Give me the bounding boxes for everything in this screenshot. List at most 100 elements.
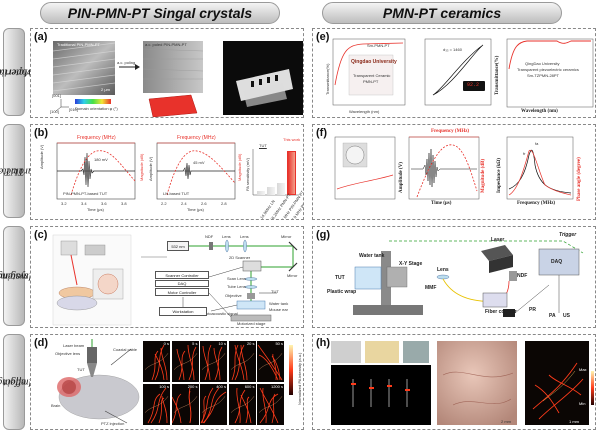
- motor-controller-box: Motor Controller: [155, 288, 209, 296]
- pa-frame: 200 s: [171, 383, 199, 425]
- axis-100: [100]: [50, 109, 59, 114]
- g-water: Water tank: [359, 253, 385, 259]
- bar-chart-ylabel: PA sensitivity (mV): [245, 157, 250, 191]
- e-ylabel: Transmittance(%): [325, 63, 330, 95]
- panel-g-label: (g): [316, 229, 331, 241]
- scanner-controller-box: Scanner Controller: [155, 271, 209, 279]
- h-scale1: 2 mm: [501, 419, 511, 424]
- scanner-label: 2D Scanner: [229, 255, 251, 260]
- g-daq: DAQ: [551, 259, 563, 265]
- e-big-xlabel: Wavelength (nm): [521, 109, 558, 114]
- chart1-tick-1: 3.4: [81, 201, 87, 206]
- d-laser-label: Laser beam: [63, 343, 85, 348]
- panel-c-label: (c): [34, 229, 48, 241]
- panel-g-figure: [353, 240, 584, 317]
- chart2-tick-2: 2.6: [201, 201, 207, 206]
- mouse-label: Mouse ear: [269, 307, 288, 312]
- left-column-header: PIN-PMN-PT Singal crystals: [40, 2, 280, 24]
- e-legend: Sm-PMN-PT: [367, 43, 390, 48]
- pa-frame: 400 s: [200, 383, 227, 425]
- panel-a-label: (a): [34, 31, 48, 43]
- panel-b: (b) Frequency (MHz) Frequency (MHz) 180 …: [30, 124, 304, 220]
- spectrum-2: [166, 150, 236, 196]
- lens1-label: Lens: [222, 234, 231, 239]
- panel-h-figure: [331, 341, 589, 425]
- panel-c-figure: [52, 234, 298, 326]
- colorbar-d: [289, 345, 293, 395]
- bar-4: [287, 151, 296, 195]
- pa-frame: 5 s: [171, 341, 199, 382]
- chart1-tick-0: 3.2: [61, 201, 67, 206]
- tube-lens-label: Tube Lens: [227, 284, 246, 289]
- panel-a: (a) Traditional PIN-: [30, 28, 304, 118]
- pa-frame-time: 50 s: [275, 341, 283, 346]
- colorbar-d-label: Normalized PA intensity (a.u.): [297, 352, 302, 405]
- pa-frame-time: 600 s: [244, 383, 255, 389]
- panel-e-figure: [332, 38, 594, 108]
- pa-frame: 20 s: [228, 341, 256, 382]
- e-big-caption1: Transparent piezoelectric ceramics: [517, 67, 579, 72]
- g-mmf: MMF: [425, 285, 437, 291]
- f-imp-label: Impedance (kΩ): [497, 158, 502, 193]
- panel-b-figure: [56, 142, 299, 200]
- d-coax-label: Coaxial cable: [113, 347, 138, 352]
- f-spectrum: [416, 144, 478, 198]
- axis-010: [010]: [69, 107, 78, 112]
- d-brain-label: Brain: [51, 403, 61, 408]
- f-waveform: [411, 148, 477, 188]
- chart3-mag-label: Magnitude (dB): [237, 153, 242, 181]
- d-ptz-label: PTZ injection: [101, 421, 125, 426]
- h-min: Min: [579, 401, 586, 406]
- e-hysteresis: [432, 44, 484, 96]
- panel-e: (e) Sm-PMN-PT Qingdao University Transpa…: [312, 28, 596, 118]
- g-pa: PA: [549, 313, 556, 319]
- f-freq-label: Frequency (MHz): [431, 129, 470, 134]
- daq-box: DAQ: [155, 280, 209, 287]
- chart1-tick-2: 3.6: [101, 201, 107, 206]
- pa-frame: 1200 s: [257, 383, 284, 425]
- panel-b-label: (b): [34, 127, 49, 139]
- waveform-2: [157, 162, 235, 180]
- pa-frame-time: 5 s: [192, 341, 198, 346]
- f-phase: [508, 149, 572, 196]
- pa-frame-time: 200 s: [187, 383, 198, 389]
- e-caption1: Transparent Ceramic: [353, 73, 391, 78]
- panel-h-label: (h): [316, 337, 331, 349]
- mirror2-label: Mirror: [287, 273, 298, 278]
- e-big-logo: QingDao University: [525, 61, 560, 66]
- objective-label: Objective: [225, 293, 242, 298]
- panel-f-label: (f): [316, 127, 327, 139]
- arrow-caption: a.c. poling: [117, 60, 136, 65]
- d-obj-label: Objective lens: [55, 351, 81, 356]
- ndf-label: NDF: [205, 234, 214, 239]
- g-tut: TUT: [335, 275, 345, 281]
- mirror1-label: Mirror: [281, 234, 292, 239]
- e-big-caption2: Sm-TZPMN-28PT: [527, 73, 559, 78]
- f-fa-label: fa: [535, 141, 539, 146]
- chart1-amp-label: Amplitude (V): [39, 144, 44, 169]
- g-pr: PR: [529, 307, 536, 313]
- water-label-c: Water tank: [269, 301, 289, 306]
- spectrum-1: [70, 150, 136, 196]
- e-caption2: PMN-PT: [363, 79, 379, 84]
- e-logo: Qingdao University: [351, 59, 397, 65]
- g-lens: Lens: [437, 267, 449, 273]
- f-time-label: Time (μs): [431, 201, 452, 206]
- pa-frame: 0 s: [143, 341, 170, 382]
- workstation-box: Workstation: [159, 307, 207, 316]
- pa-signal-label: Photoacoustic signal: [201, 311, 238, 316]
- tut-label-c: TUT: [271, 289, 279, 294]
- bar-chart-title: TUT: [259, 143, 267, 148]
- laser-box: 532 nm: [167, 241, 189, 251]
- chart2-amp-annotation: 45 mV: [193, 160, 205, 165]
- g-laser: Laser: [491, 237, 505, 243]
- panel-f-figure: [334, 136, 574, 200]
- f-phase-label: Phase angle (degree): [577, 157, 582, 201]
- pa-frame: 50 s: [257, 341, 284, 382]
- chart1-freq-label: Frequency (MHz): [77, 135, 116, 141]
- domain-caption: Domain orientation φ (°): [75, 106, 118, 111]
- panel-e-label: (e): [316, 31, 330, 43]
- panel-g: (g) Trigger Laser NDF DAQ Water tank X-Y…: [312, 226, 596, 328]
- bar-2: [267, 187, 275, 195]
